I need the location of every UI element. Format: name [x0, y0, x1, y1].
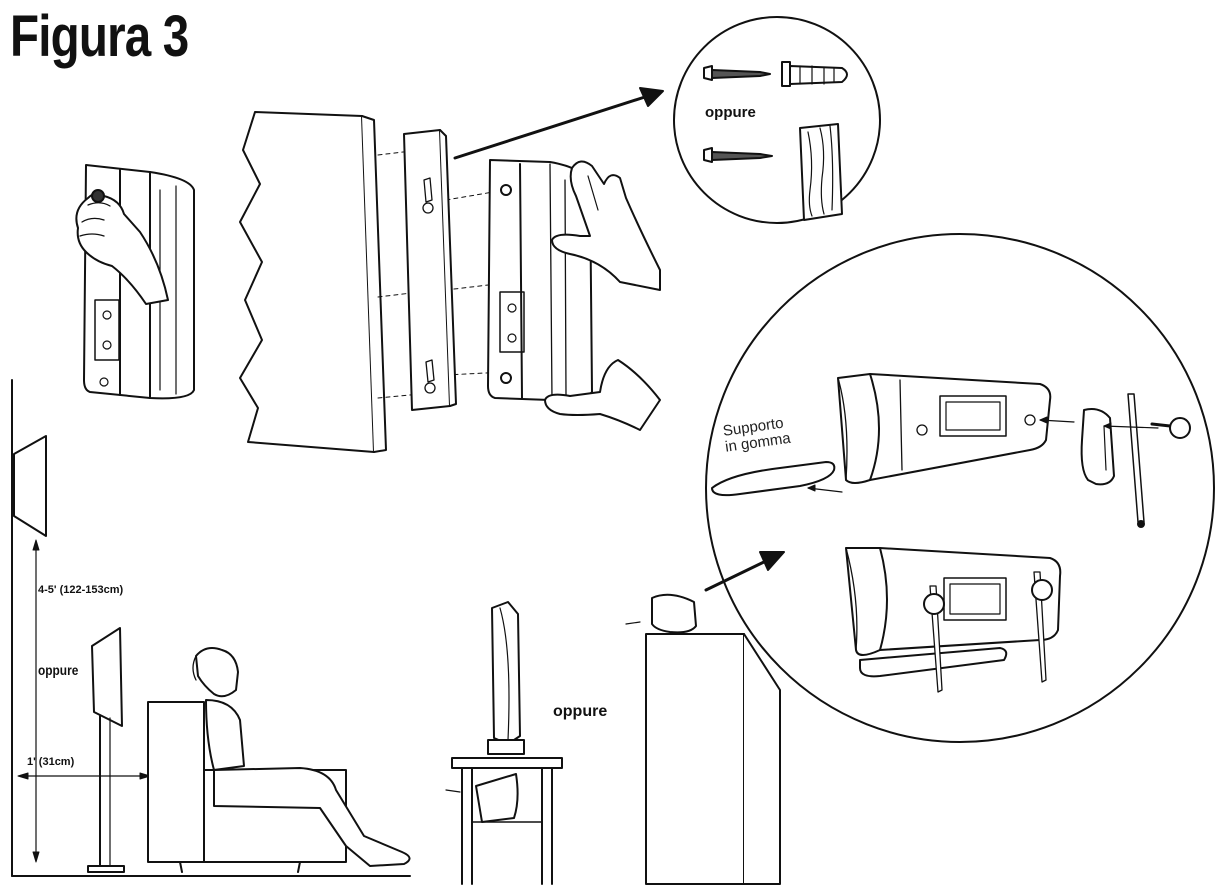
- oppure-label-placement: oppure: [553, 703, 608, 720]
- stand-detail-circle: [706, 234, 1214, 742]
- tv-table-scene: [446, 602, 562, 884]
- speaker-mounting-illustration: [488, 160, 660, 430]
- arrow-to-hardware-detail: [455, 88, 663, 158]
- arrow-to-stand-detail: [706, 552, 784, 590]
- side-distance-label: 1' (31cm): [27, 756, 75, 768]
- mount-height-label: 4-5' (122-153cm): [38, 584, 124, 596]
- tall-cabinet-scene: [626, 595, 780, 884]
- wall-mount-height-scene: [12, 380, 410, 876]
- wall-bracket: [404, 130, 456, 410]
- wall-panel: [240, 112, 386, 452]
- oppure-label-hardware: oppure: [705, 104, 756, 121]
- figure-title: Figura 3: [10, 4, 189, 69]
- oppure-label-stand: oppure: [38, 662, 79, 678]
- speaker-with-hand-illustration: [76, 165, 194, 398]
- hardware-detail-circle: [674, 17, 880, 223]
